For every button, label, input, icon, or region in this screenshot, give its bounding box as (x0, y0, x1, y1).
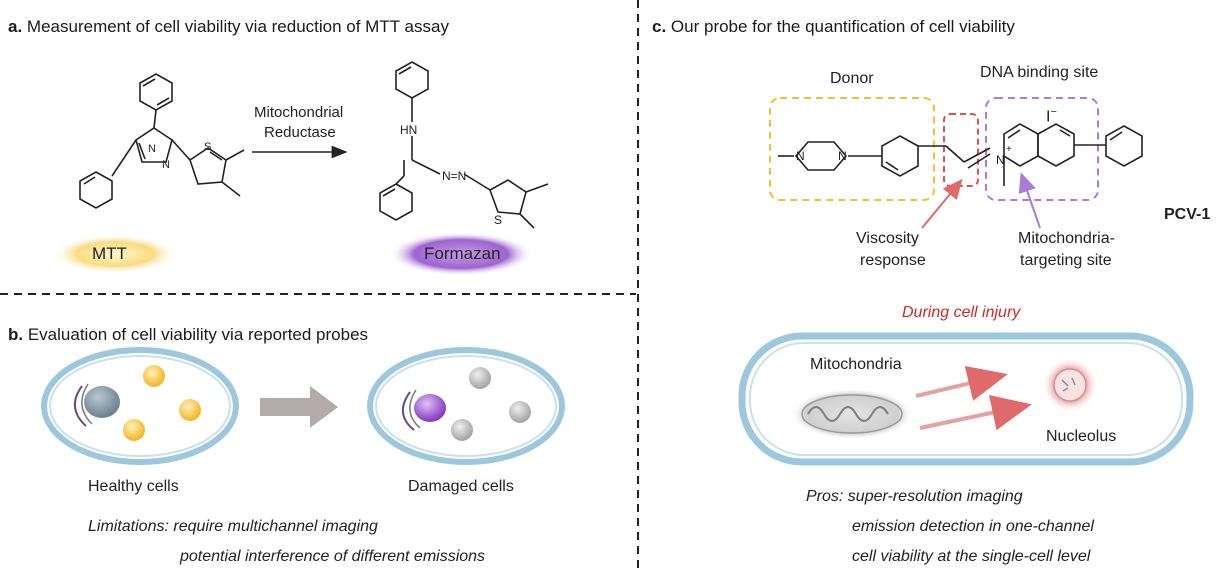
viscosity-line1: Viscosity (856, 230, 919, 247)
panel-c-letter: c. (652, 17, 667, 36)
svg-text:N: N (162, 159, 170, 171)
damaged-cells-label: Damaged cells (408, 478, 514, 495)
donor-box (769, 97, 935, 201)
panel-a-letter: a. (8, 17, 23, 36)
damaged-cell-graphic (367, 347, 565, 465)
healthy-cells-label: Healthy cells (88, 478, 179, 495)
panel-a-title: a. Measurement of cell viability via red… (8, 17, 449, 37)
svg-text:+: + (1006, 144, 1012, 155)
dna-binding-label: DNA binding site (980, 64, 1099, 81)
arrow-label-line1: Mitochondrial (254, 104, 344, 121)
limitations-line1: Limitations: require multichannel imagin… (88, 518, 378, 535)
pros-line2: emission detection in one-channel (852, 518, 1094, 535)
formazan-label: Formazan (424, 244, 501, 263)
arrow-label-line2: Reductase (264, 124, 336, 141)
counter-ion: I− (1046, 106, 1057, 126)
viscosity-line2: response (860, 252, 926, 269)
pros-line3: cell viability at the single-cell level (852, 548, 1091, 565)
pcv1-structure (778, 123, 1143, 186)
mito-target-pointer (1018, 172, 1041, 229)
injury-label: During cell injury (902, 304, 1021, 321)
mito-target-line2: targeting site (1020, 252, 1112, 269)
healthy-cell-graphic (41, 347, 239, 465)
svg-text:S: S (494, 213, 502, 227)
svg-text:N: N (796, 149, 805, 163)
mito-target-line1: Mitochondria- (1018, 230, 1115, 247)
mtt-pill (51, 234, 179, 274)
probe-name: PCV-1 (1164, 206, 1211, 223)
viscosity-box (943, 113, 979, 187)
svg-text:N: N (996, 153, 1005, 167)
pros-line1: Pros: super-resolution imaging (806, 488, 1023, 505)
panel-a-title-text: Measurement of cell viability via reduct… (26, 17, 449, 36)
mitochondria-label: Mitochondria (810, 356, 902, 373)
counter-ion-symbol: I (1046, 108, 1051, 126)
viscosity-pointer (921, 178, 963, 229)
panel-b-letter: b. (8, 325, 24, 344)
limitations-line2: potential interference of different emis… (180, 548, 486, 565)
counter-ion-charge: − (1050, 106, 1057, 118)
svg-text:N: N (148, 143, 156, 155)
donor-label: Donor (830, 70, 874, 87)
nucleolus-label: Nucleolus (1046, 428, 1117, 445)
svg-text:S: S (204, 141, 211, 153)
mitochondria-graphic (790, 388, 914, 440)
mtt-label: MTT (92, 244, 127, 263)
panel-c-title-text: Our probe for the quantification of cell… (670, 17, 1015, 36)
formazan-structure (379, 61, 549, 229)
svg-text:N: N (838, 149, 847, 163)
gray-process-arrow (260, 386, 338, 428)
svg-text:HN: HN (400, 123, 417, 137)
panel-b-title-text: Evaluation of cell viability via reporte… (27, 325, 369, 344)
panel-b-title: b. Evaluation of cell viability via repo… (8, 325, 368, 345)
dna-binding-box (985, 97, 1099, 201)
svg-text:N=N: N=N (442, 169, 466, 183)
formazan-pill (389, 232, 533, 276)
mtt-structure (79, 73, 245, 209)
panel-c-title: c. Our probe for the quantification of c… (652, 17, 1015, 37)
